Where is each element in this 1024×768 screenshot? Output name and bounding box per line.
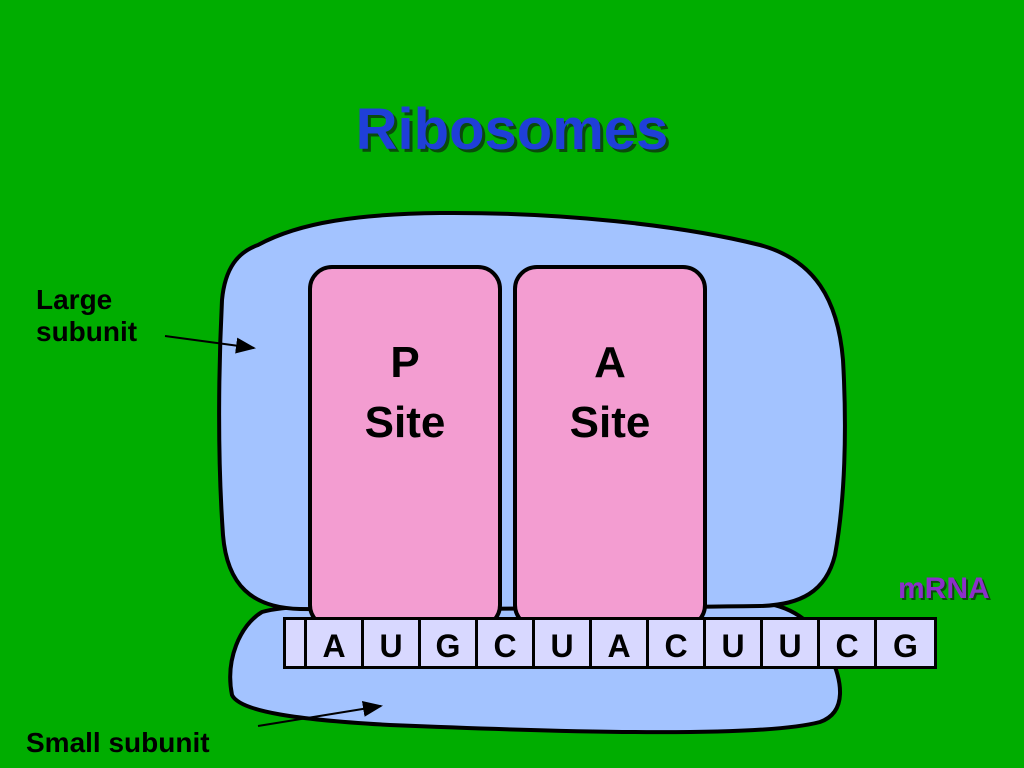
a-site-label: A Site bbox=[515, 333, 705, 453]
nucleotide: U bbox=[763, 620, 820, 666]
large-subunit-arrow bbox=[164, 335, 256, 354]
nucleotide: G bbox=[421, 620, 478, 666]
nucleotide: U bbox=[706, 620, 763, 666]
p-site-word: Site bbox=[364, 398, 446, 447]
nucleotide: U bbox=[364, 620, 421, 666]
nucleotide: A bbox=[307, 620, 364, 666]
mrna-strand: A U G C U A C U U C G bbox=[283, 617, 937, 669]
a-site-letter: A bbox=[594, 338, 626, 387]
nucleotide: U bbox=[535, 620, 592, 666]
nucleotide: G bbox=[893, 628, 918, 664]
nucleotide: C bbox=[649, 620, 706, 666]
nucleotide: A bbox=[592, 620, 649, 666]
small-subunit-label: Small subunit bbox=[26, 727, 210, 758]
small-subunit-arrow bbox=[257, 700, 383, 727]
nucleotide: C bbox=[820, 620, 877, 666]
mrna-label: mRNA bbox=[898, 572, 990, 605]
p-site-letter: P bbox=[390, 338, 420, 387]
mrna-strand-start bbox=[286, 620, 307, 666]
a-site-word: Site bbox=[569, 398, 651, 447]
p-site-label: P Site bbox=[310, 333, 500, 453]
nucleotide: C bbox=[478, 620, 535, 666]
page-title: Ribosomes bbox=[355, 97, 669, 162]
large-subunit-label-line2: subunit bbox=[36, 316, 138, 347]
large-subunit-label-line1: Large bbox=[36, 284, 113, 315]
large-subunit-label: Large subunit bbox=[36, 284, 137, 348]
